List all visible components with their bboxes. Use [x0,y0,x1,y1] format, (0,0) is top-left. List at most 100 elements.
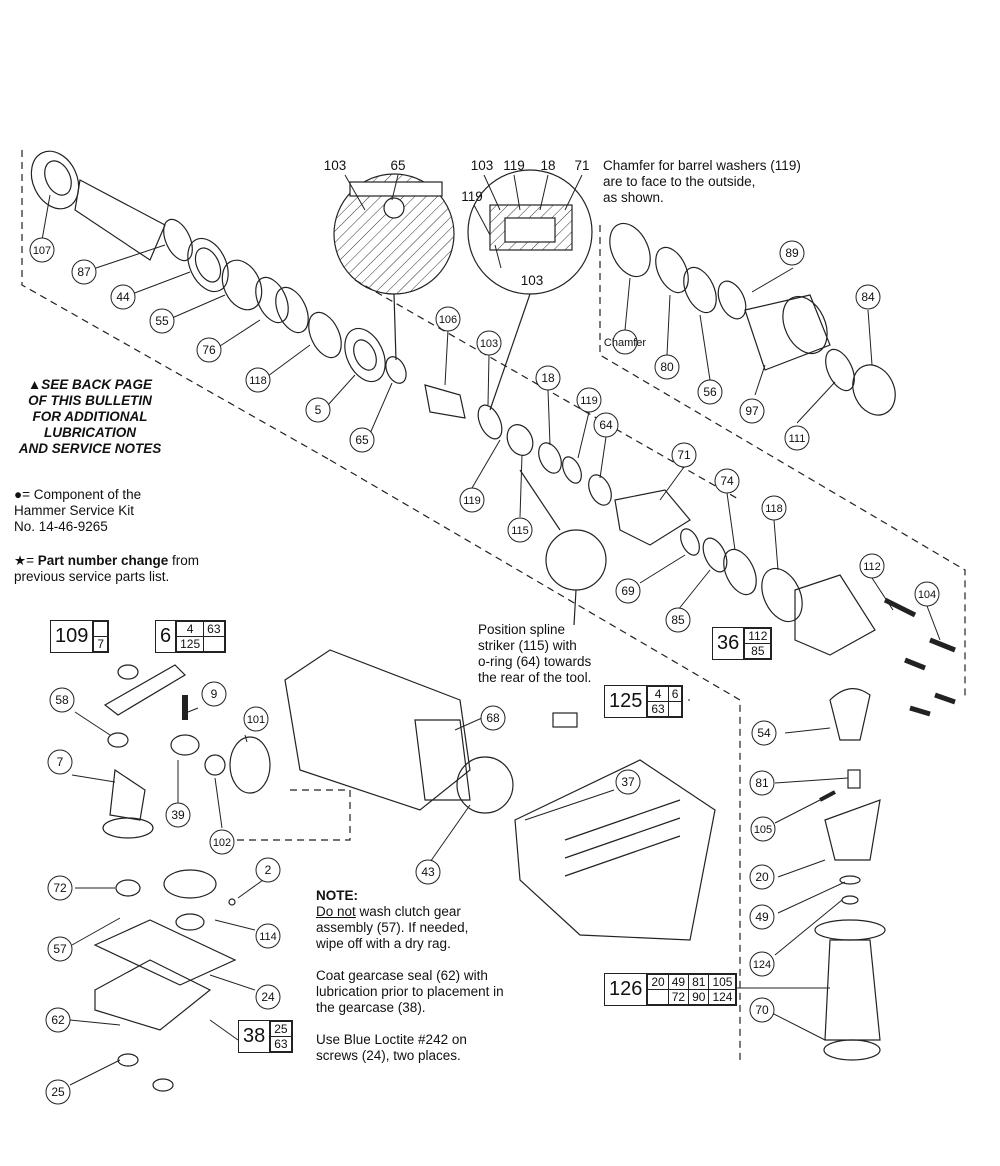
callout-circle [576,387,602,413]
callout-label: 43 [421,865,435,879]
callout-label: 114 [259,931,277,943]
callout-circle [671,442,697,468]
kit-cell: 63 [647,701,669,717]
callout-label: 103 [324,158,347,173]
callout-circle [749,997,775,1023]
callout-label: 65 [390,158,405,173]
callout-label: 84 [861,290,875,304]
gearcase-outline [284,649,471,811]
kit-cell: 63 [203,621,225,637]
callout-circle [243,706,269,732]
service-kit-legend: ●= Component of the Hammer Service Kit N… [14,487,142,534]
kit-cell [203,636,225,652]
kit-cell: 105 [708,974,737,990]
callout-circle [255,984,281,1010]
callout-circle [535,365,561,391]
callout-label: 76 [202,343,216,357]
callout-label: 119 [463,495,481,507]
callout-label: 62 [51,1013,65,1027]
callout-label: 2 [265,863,272,877]
kit-cell: 49 [667,974,690,990]
oring-70 [456,756,514,814]
callout-label: 103 [480,338,498,350]
callout-label: 5 [315,403,322,417]
callout-label: 71 [677,448,691,462]
note-title: NOTE: [316,888,358,903]
callout-circle [714,468,740,494]
chamfer-note: Chamfer for barrel washers (119) are to … [603,158,801,205]
callout-label: 118 [249,375,267,387]
callout-label: 106 [439,314,457,326]
callout-label: 7 [57,755,64,769]
kit-box-36: 36 112 85 [712,627,773,660]
callout-circle [49,687,75,713]
callout-circle [914,581,940,607]
callout-label: 87 [77,265,91,279]
callout-label: 18 [541,371,555,385]
kit-cell: 90 [688,989,710,1005]
callout-label: 102 [213,837,231,849]
callout-circle [196,337,222,363]
callout-label: 57 [53,942,67,956]
kit-cell: 20 [647,974,669,990]
kit-main: 36 [713,628,745,659]
callout-label: 104 [918,589,936,601]
callout-circle [149,308,175,334]
callout-label: 101 [247,714,265,726]
callout-label: 103 [471,158,494,173]
callout-label: Chamfer [604,337,647,349]
callout-label: 111 [789,433,806,445]
note-3: Use Blue Loctite #242 on screws (24), tw… [316,1032,467,1063]
callout-label: 55 [155,314,169,328]
note-do-not: Do not [316,904,356,919]
callout-circle [697,379,723,405]
callout-circle [615,769,641,795]
callout-circle [750,816,776,842]
callout-circle [615,578,641,604]
callout-label: 72 [53,881,67,895]
detail-circle-spline [545,529,607,591]
callout-label: 65 [355,433,369,447]
callout-label: 69 [621,584,635,598]
callout-circle [45,1079,71,1105]
callout-label: 37 [621,775,635,789]
note-2: Coat gearcase seal (62) with lubrication… [316,968,504,1015]
callout-label: 80 [660,360,674,374]
callout-circle [749,864,775,890]
cover-54 [514,759,716,941]
callout-circle [47,936,73,962]
callout-circle [255,923,281,949]
callout-circle [751,720,777,746]
kit-cell: 112 [744,628,772,644]
callout-label: 54 [757,726,771,740]
callout-label: 70 [755,1003,769,1017]
callout-label: 107 [33,245,51,257]
callout-label: 44 [116,290,130,304]
callout-circle [654,354,680,380]
callout-label: 64 [599,418,613,432]
callout-circle [476,330,502,356]
kit-cell: 4 [176,621,205,637]
callout-circle [47,875,73,901]
callout-label: 97 [745,404,759,418]
callout-label: 85 [671,613,685,627]
callout-label: 103 [521,273,544,288]
callout-label: 115 [511,525,529,537]
callout-circle [47,749,73,775]
kit-cell: 6 [667,686,683,702]
callout-label: 49 [755,910,769,924]
callout-label: 81 [755,776,769,790]
callout-label: 89 [785,246,799,260]
callout-label: 68 [486,711,500,725]
part-change-rest: from previous service parts list. [14,553,200,584]
kit-box-38: 38 25 63 [238,1020,293,1053]
note-1: wash clutch gear assembly (57). If neede… [316,904,469,951]
callout-circle [739,398,765,424]
callout-circle [209,829,235,855]
star-symbol: ★= [14,553,34,568]
back-page-note: ▲SEE BACK PAGE OF THIS BULLETIN FOR ADDI… [18,377,162,456]
